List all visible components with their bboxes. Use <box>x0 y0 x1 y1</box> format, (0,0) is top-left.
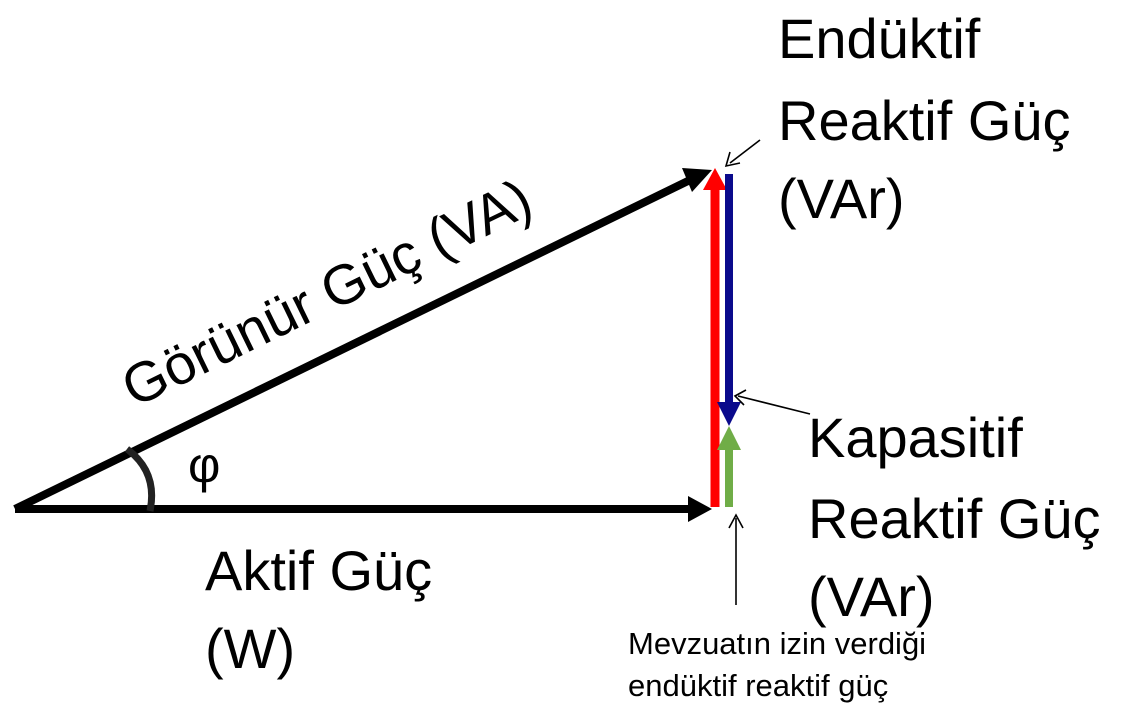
inductive-label-line1: Endüktif <box>778 7 981 70</box>
capacitive-label-line1: Kapasitif <box>808 406 1023 469</box>
capacitive-label-line3: (VAr) <box>808 565 935 628</box>
angle-arc <box>124 446 156 512</box>
capacitive-arrowhead <box>717 426 741 450</box>
compensated-reactive-vector <box>717 174 741 426</box>
inductive-label-line2: Reaktif Güç <box>778 89 1071 152</box>
active-power-label-line2: (W) <box>205 617 295 680</box>
apparent-power-arrowhead <box>682 168 712 192</box>
apparent-power-vector <box>13 168 712 513</box>
inductive-pointer <box>724 139 761 168</box>
active-power-vector <box>15 496 712 522</box>
apparent-power-label: Görünür Güç (VA) <box>112 166 541 419</box>
angle-label: φ <box>188 437 220 493</box>
allowed-inductive-label-line1: Mevzuatın izin verdiği <box>628 626 926 661</box>
capacitive-reactive-vector <box>717 426 741 507</box>
inductive-arrowhead <box>703 168 727 190</box>
inductive-reactive-vector <box>703 168 727 507</box>
inductive-label-line3: (VAr) <box>778 167 905 230</box>
allowed-pointer <box>728 513 744 605</box>
active-power-arrowhead <box>688 496 712 522</box>
capacitive-pointer <box>733 389 811 415</box>
active-power-label-line1: Aktif Güç <box>205 539 432 602</box>
capacitive-label-line2: Reaktif Güç <box>808 487 1101 550</box>
compensated-arrowhead <box>717 402 741 426</box>
allowed-inductive-label-line2: endüktif reaktif güç <box>628 668 888 703</box>
